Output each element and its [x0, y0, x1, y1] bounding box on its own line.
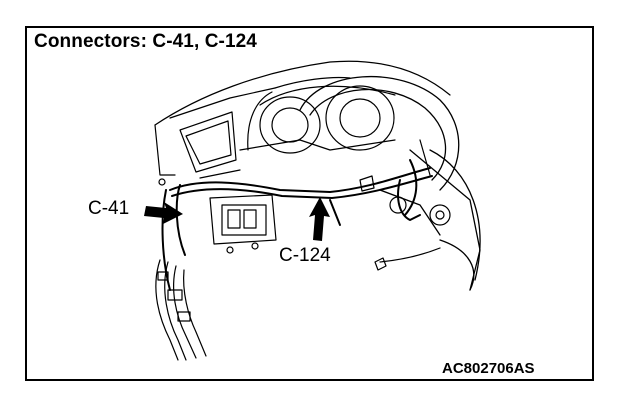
- arrow-c124-icon: [309, 197, 330, 241]
- callout-label-c124: C-124: [277, 245, 333, 266]
- figure-id: AC802706AS: [442, 360, 535, 377]
- callout-label-c41: C-41: [86, 198, 132, 219]
- center-connector-block: [209, 194, 277, 254]
- diagram-title: Connectors: C-41, C-124: [34, 31, 257, 52]
- arrow-c41-icon: [144, 202, 183, 224]
- instrument-panel-outline: [154, 60, 451, 179]
- gauge-cluster: [247, 85, 396, 154]
- steering-wheel: [299, 75, 481, 291]
- lower-harness-bundle: [155, 259, 207, 361]
- right-side-hardware: [158, 139, 451, 271]
- main-wire-harness: [161, 159, 433, 291]
